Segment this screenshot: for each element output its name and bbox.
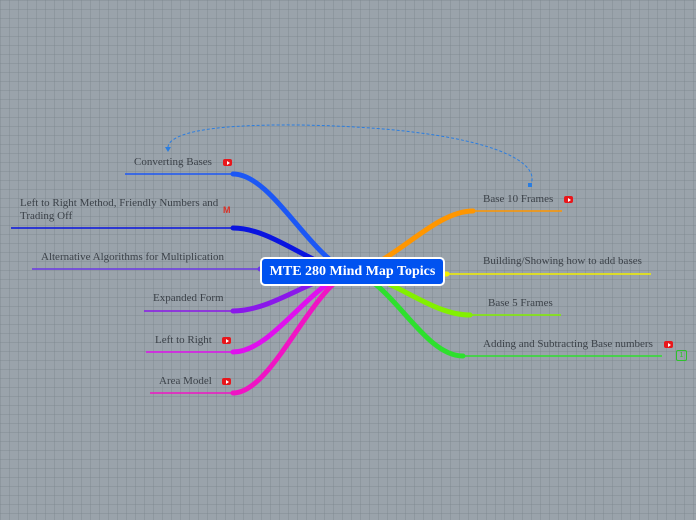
topic-base-5-frames[interactable]: Base 5 Frames: [488, 297, 553, 309]
gmail-icon[interactable]: M: [223, 205, 231, 215]
central-topic[interactable]: MTE 280 Mind Map Topics: [260, 257, 445, 286]
topic-adding-subtracting-base-numbers[interactable]: Adding and Subtracting Base numbers: [483, 338, 653, 350]
topic-area-model[interactable]: Area Model: [159, 375, 212, 387]
youtube-icon[interactable]: [664, 341, 673, 348]
note-count-badge[interactable]: 1: [676, 350, 687, 361]
youtube-icon[interactable]: [223, 159, 232, 166]
topic-expanded-form[interactable]: Expanded Form: [153, 292, 224, 304]
topic-base-10-frames[interactable]: Base 10 Frames: [483, 193, 554, 205]
relationship-anchor: [528, 183, 532, 187]
youtube-icon[interactable]: [564, 196, 573, 203]
topic-building-showing-bases[interactable]: Building/Showing how to add bases: [483, 255, 642, 267]
topic-converting-bases[interactable]: Converting Bases: [134, 156, 212, 168]
relationship-line: [167, 124, 533, 187]
topic-left-to-right-method[interactable]: Left to Right Method, Friendly Numbers a…: [20, 197, 219, 222]
youtube-icon[interactable]: [222, 337, 231, 344]
branch-connector: [230, 269, 355, 396]
arrow-head-icon: [165, 147, 171, 152]
youtube-icon[interactable]: [222, 378, 231, 385]
topic-left-to-right[interactable]: Left to Right: [155, 334, 212, 346]
topic-alternative-algorithms[interactable]: Alternative Algorithms for Multiplicatio…: [41, 251, 224, 263]
central-topic-label: MTE 280 Mind Map Topics: [269, 263, 436, 279]
